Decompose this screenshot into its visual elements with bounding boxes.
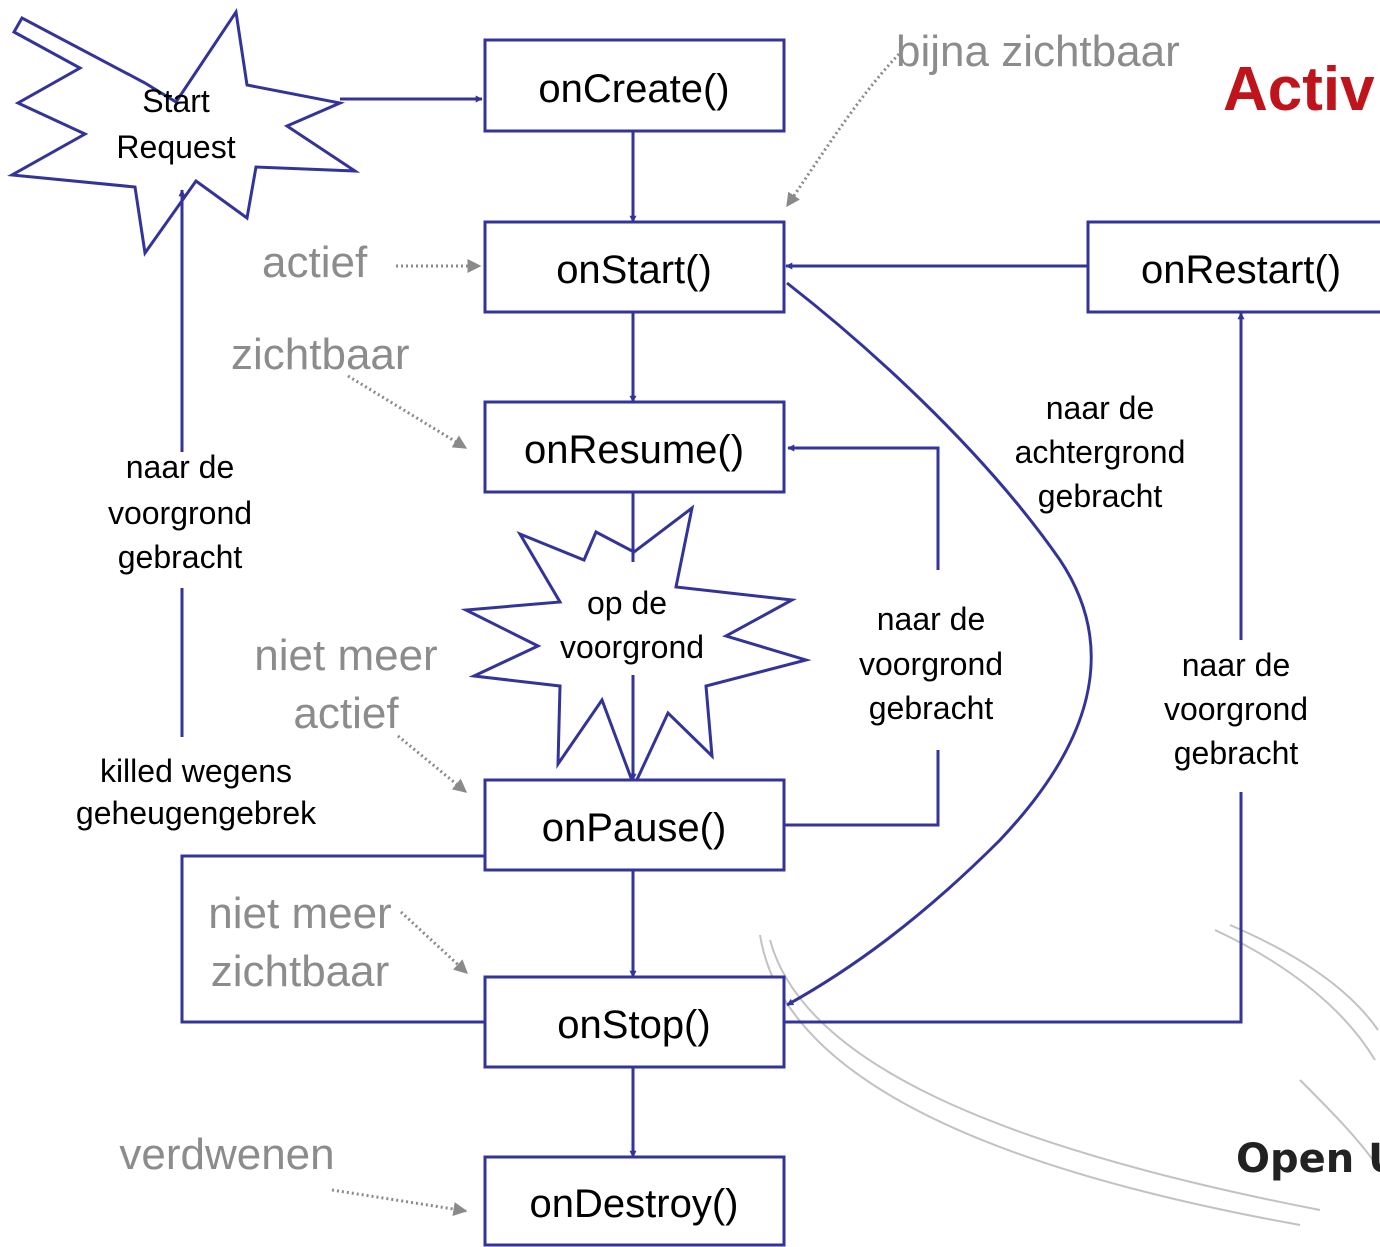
- onpause-onstop-side-line: [180, 854, 485, 1024]
- right-foreground-line-3: gebracht: [1174, 735, 1299, 771]
- ondestroy-label: onDestroy(): [530, 1182, 739, 1226]
- onstop-label: onStop(): [557, 1003, 710, 1047]
- mid-foreground-label: naar de voorgrond gebracht: [859, 601, 1003, 726]
- onstart-label: onStart(): [556, 248, 712, 292]
- start-request-line-2: Request: [116, 129, 235, 165]
- onresume-label: onResume(): [524, 428, 744, 472]
- oncreate-box: onCreate(): [483, 38, 786, 133]
- mid-foreground-line-3: gebracht: [869, 690, 994, 726]
- foreground-star-line-1: op de: [587, 585, 667, 621]
- left-foreground-line-1: naar de: [126, 449, 235, 485]
- brand-logo-text: Open U: [1236, 1136, 1380, 1182]
- start-request-line-1: Start: [142, 83, 210, 119]
- onpause-box: onPause(): [483, 778, 786, 872]
- background-line-3: gebracht: [1038, 478, 1163, 514]
- foreground-star: op de voorgrond: [460, 504, 812, 790]
- ondestroy-box: onDestroy(): [483, 1155, 786, 1247]
- foreground-star-line-2: voorgrond: [560, 629, 704, 665]
- background-line-1: naar de: [1046, 390, 1155, 426]
- oncreate-label: onCreate(): [538, 67, 729, 111]
- mid-foreground-line-1: naar de: [877, 601, 986, 637]
- onstop-to-onrestart-lower: [785, 792, 1243, 1024]
- right-foreground-line-1: naar de: [1182, 647, 1291, 683]
- mid-foreground-line-2: voorgrond: [859, 646, 1003, 682]
- onstart-box: onStart(): [483, 220, 786, 314]
- gone-label: verdwenen: [119, 1130, 334, 1179]
- flow-lines: [178, 95, 1245, 1158]
- left-foreground-line-2: voorgrond: [108, 495, 252, 531]
- visible-pointer: [347, 374, 468, 450]
- onpause-label: onPause(): [542, 806, 727, 850]
- no-longer-active-line-2: actief: [293, 689, 399, 738]
- onstart-to-onstop-curve: [786, 281, 1093, 1007]
- state-pointers: [331, 52, 901, 1216]
- almost-visible-label: bijna zichtbaar: [896, 27, 1180, 76]
- onstop-box: onStop(): [483, 975, 786, 1069]
- background-line-2: achtergrond: [1015, 434, 1186, 470]
- onpause-loop-upper: [787, 444, 940, 570]
- start-request-star: Start Request: [7, 7, 361, 257]
- left-foreground-label: naar de voorgrond gebracht: [108, 449, 252, 575]
- visible-label: zichtbaar: [231, 330, 410, 379]
- background-label: naar de achtergrond gebracht: [1015, 390, 1186, 514]
- onpause-loop-lower: [785, 750, 940, 827]
- active-label: actief: [262, 238, 368, 287]
- gone-pointer: [331, 1188, 468, 1216]
- no-longer-active-line-1: niet meer: [254, 631, 437, 680]
- onrestart-label: onRestart(): [1141, 248, 1341, 292]
- slide-title: Activ: [1223, 55, 1375, 124]
- right-foreground-line-2: voorgrond: [1164, 691, 1308, 727]
- no-longer-visible-line-1: niet meer: [208, 889, 391, 938]
- killed-line-2: geheugengebrek: [76, 795, 317, 831]
- onrestart-box: onRestart(): [1086, 220, 1380, 314]
- right-foreground-label: naar de voorgrond gebracht: [1164, 647, 1308, 771]
- no-longer-visible-line-2: zichtbaar: [211, 947, 390, 996]
- no-longer-active-pointer: [397, 734, 468, 794]
- onresume-box: onResume(): [483, 400, 786, 494]
- left-foreground-line-3: gebracht: [118, 539, 243, 575]
- no-longer-visible-pointer: [399, 910, 469, 975]
- killed-line-1: killed wegens: [100, 753, 292, 789]
- killed-label: killed wegens geheugengebrek: [76, 753, 317, 831]
- almost-visible-pointer: [785, 52, 901, 208]
